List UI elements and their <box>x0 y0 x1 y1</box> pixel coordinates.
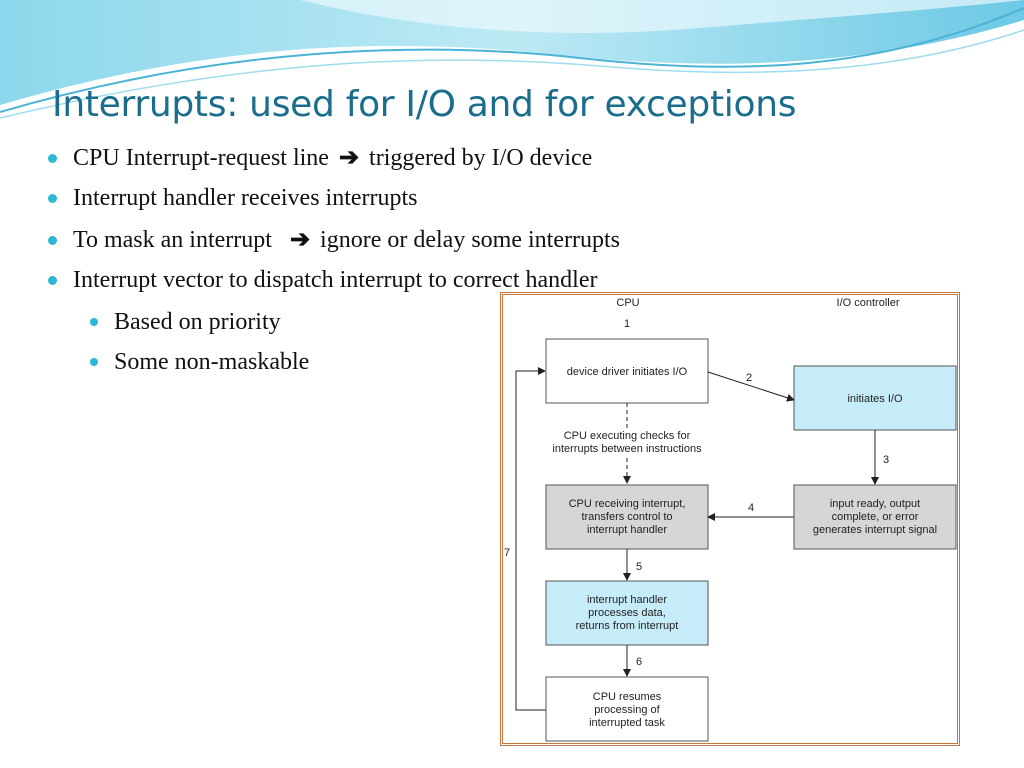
svg-text:interrupt handler: interrupt handler <box>587 594 667 606</box>
svg-text:CPU resumes: CPU resumes <box>593 691 662 703</box>
svg-text:processing of: processing of <box>594 704 660 716</box>
svg-text:returns from interrupt: returns from interrupt <box>576 620 679 632</box>
bullet-dot-icon <box>90 318 98 326</box>
step-label-1: 1 <box>624 318 630 330</box>
svg-text:device driver initiates I/O: device driver initiates I/O <box>567 366 688 378</box>
svg-text:generates interrupt signal: generates interrupt signal <box>813 524 937 536</box>
io-controller-column-label: I/O controller <box>837 297 900 309</box>
cpu-check-note-line-1: CPU executing checks for <box>564 430 691 442</box>
cpu-check-note-line-2: interrupts between instructions <box>552 443 702 455</box>
bullet-dot-icon <box>48 154 57 163</box>
cpu-column-label: CPU <box>616 297 639 309</box>
bullet-item: Interrupt handler receives interrupts <box>48 184 418 212</box>
svg-text:complete, or error: complete, or error <box>832 511 919 523</box>
arrow-step-7-loop <box>515 367 546 711</box>
step-label-6: 6 <box>636 656 642 668</box>
sub-bullet-item: Some non-maskable <box>90 348 309 376</box>
step-label-7: 7 <box>504 547 510 559</box>
device-driver-initiates-io-box: device driver initiates I/O <box>545 338 709 404</box>
interrupt-handler-box: interrupt handler processes data, return… <box>545 580 709 646</box>
bullet-item: CPU Interrupt-request line ➔ triggered b… <box>48 144 592 172</box>
arrow-step-2 <box>707 371 795 402</box>
controller-initiates-io-box: initiates I/O <box>793 365 957 431</box>
cpu-resumes-box: CPU resumes processing of interrupted ta… <box>545 676 709 742</box>
cpu-receiving-interrupt-box: CPU receiving interrupt, transfers contr… <box>545 484 709 550</box>
svg-text:interrupted task: interrupted task <box>589 717 665 729</box>
bullet-item: To mask an interrupt ➔ ignore or delay s… <box>48 226 620 254</box>
arrow-right-icon: ➔ <box>338 145 360 171</box>
bullet-dot-icon <box>48 194 57 203</box>
slide-title: Interrupts: used for I/O and for excepti… <box>52 84 797 125</box>
interrupt-io-cycle-diagram: CPU I/O controller 1 device driver initi… <box>504 297 957 742</box>
svg-text:input ready, output: input ready, output <box>830 498 920 510</box>
step-label-5: 5 <box>636 561 642 573</box>
step-label-2: 2 <box>746 372 752 384</box>
bullet-dot-icon <box>48 236 57 245</box>
bullet-dot-icon <box>90 358 98 366</box>
svg-text:initiates I/O: initiates I/O <box>847 393 902 405</box>
bullet-item: Interrupt vector to dispatch interrupt t… <box>48 266 597 294</box>
svg-text:interrupt handler: interrupt handler <box>587 524 667 536</box>
header-wave-decoration <box>0 0 1024 119</box>
arrow-right-icon: ➔ <box>289 227 311 253</box>
svg-text:processes data,: processes data, <box>588 607 666 619</box>
sub-bullet-item: Based on priority <box>90 308 281 336</box>
step-label-3: 3 <box>883 454 889 466</box>
svg-text:transfers control to: transfers control to <box>581 511 672 523</box>
input-ready-interrupt-signal-box: input ready, output complete, or error g… <box>793 484 957 550</box>
svg-text:CPU receiving interrupt,: CPU receiving interrupt, <box>569 498 686 510</box>
bullet-dot-icon <box>48 276 57 285</box>
step-label-4: 4 <box>748 502 754 514</box>
